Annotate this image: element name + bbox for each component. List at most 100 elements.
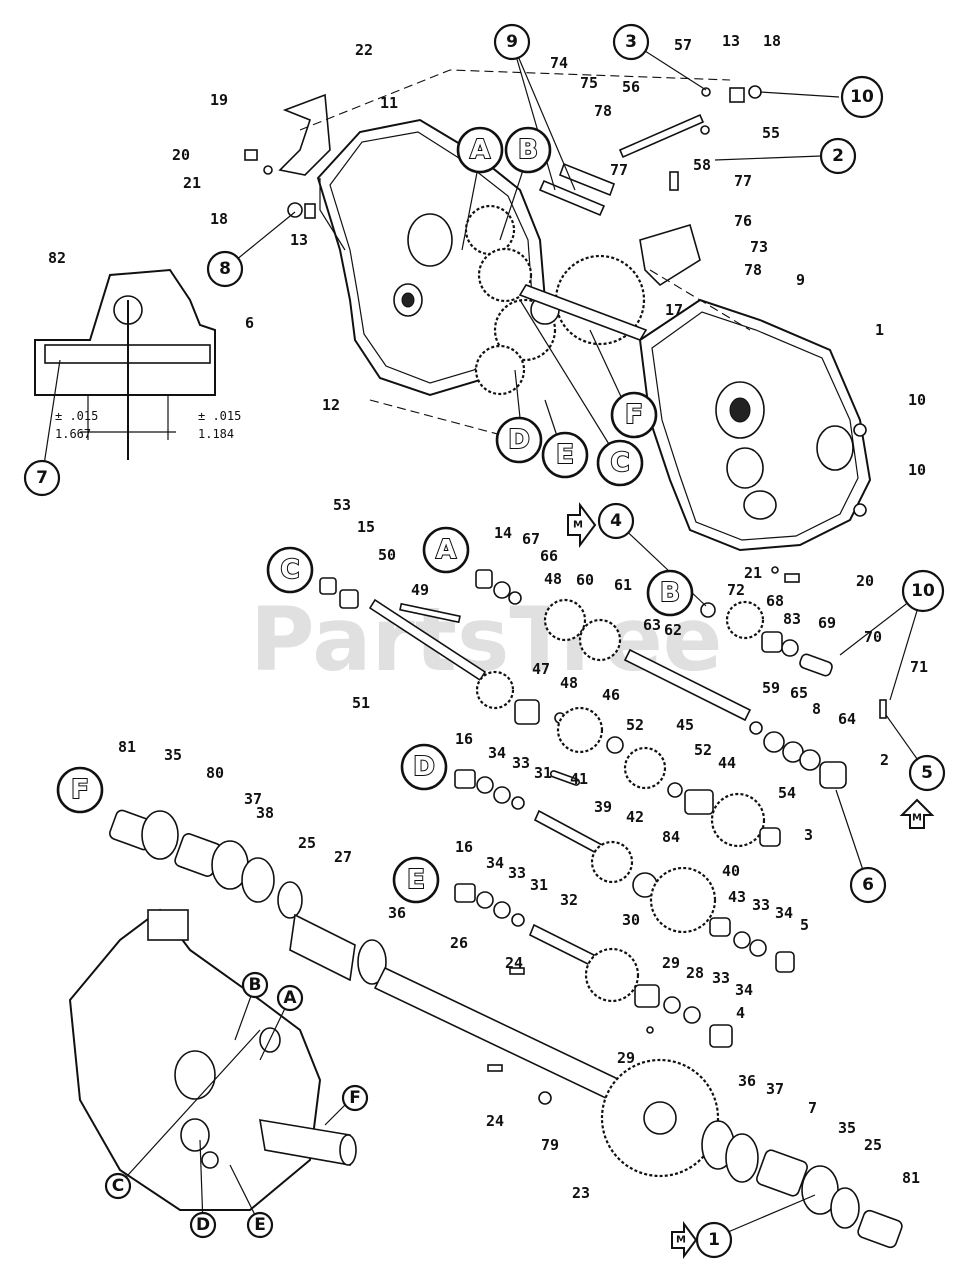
part-labels: 22 11 19 20 21 18 13 82 6 12 74 75 78 56…	[48, 32, 928, 1202]
svg-text:10: 10	[911, 581, 935, 601]
part-label-81b: 81	[902, 1169, 920, 1187]
part-label-42: 42	[626, 808, 644, 826]
part-label-46: 46	[602, 686, 620, 704]
letter-ref-D-mid: D	[400, 743, 448, 791]
part-label-35: 35	[164, 746, 182, 764]
part-label-6: 6	[245, 314, 254, 332]
part-label-20: 20	[172, 146, 190, 164]
letter-ref-E-top: E	[541, 431, 589, 479]
svg-text:M: M	[912, 813, 922, 824]
svg-text:5: 5	[921, 763, 933, 783]
callout-7: 7	[23, 459, 61, 497]
svg-text:A: A	[436, 535, 456, 565]
part-label-68: 68	[766, 592, 784, 610]
part-label-21: 21	[183, 174, 201, 192]
part-label-55: 55	[762, 124, 780, 142]
callout-5: 5	[908, 754, 946, 792]
part-label-34: 34	[488, 744, 506, 762]
part-label-40: 40	[722, 862, 740, 880]
shaft-row-2	[454, 769, 795, 973]
part-label-13: 13	[290, 231, 308, 249]
letter-ref-A-mid: A	[422, 526, 470, 574]
part-label-32: 32	[560, 891, 578, 909]
top-shafts	[518, 113, 705, 341]
part-label-25: 25	[298, 834, 316, 852]
svg-text:D: D	[196, 1215, 210, 1235]
svg-text:6: 6	[862, 875, 874, 895]
direction-marker-1: M	[567, 502, 597, 548]
part-label-10b: 10	[908, 461, 926, 479]
part-label-84: 84	[662, 828, 680, 846]
part-label-24b: 24	[486, 1112, 504, 1130]
part-label-33c: 33	[508, 864, 526, 882]
part-label-70: 70	[864, 628, 882, 646]
letter-ref-E-mid: E	[392, 856, 440, 904]
part-label-52b: 52	[694, 741, 712, 759]
part-label-45: 45	[676, 716, 694, 734]
part-label-57: 57	[674, 36, 692, 54]
part-label-36b: 36	[738, 1072, 756, 1090]
svg-text:A: A	[470, 135, 490, 165]
part-label-79: 79	[541, 1136, 559, 1154]
callout-3: 3	[612, 23, 650, 61]
part-label-81: 81	[118, 738, 136, 756]
part-label-52: 52	[626, 716, 644, 734]
part-label-12: 12	[322, 396, 340, 414]
part-label-76: 76	[734, 212, 752, 230]
svg-text:C: C	[610, 448, 629, 478]
part-label-33b: 33	[752, 896, 770, 914]
part-label-31: 31	[534, 764, 552, 782]
svg-text:2: 2	[832, 146, 844, 166]
svg-text:3: 3	[625, 32, 637, 52]
main-axle	[109, 809, 903, 1249]
shaft-row-3	[454, 883, 733, 1048]
svg-text:9: 9	[506, 32, 518, 52]
part-label-8: 8	[812, 700, 821, 718]
part-label-73: 73	[750, 238, 768, 256]
gear-cluster-top	[464, 204, 646, 396]
part-label-19: 19	[210, 91, 228, 109]
part-label-66: 66	[540, 547, 558, 565]
right-housing-half	[638, 298, 872, 552]
part-label-44: 44	[718, 754, 736, 772]
part-label-63: 63	[643, 616, 661, 634]
part-label-28: 28	[686, 964, 704, 982]
part-label-33: 33	[512, 754, 530, 772]
part-label-71: 71	[910, 658, 928, 676]
svg-text:B: B	[249, 975, 262, 995]
part-label-16b: 16	[455, 838, 473, 856]
measure-tol-1: ± .015	[55, 409, 98, 423]
part-label-38: 38	[256, 804, 274, 822]
svg-text:4: 4	[610, 511, 622, 531]
part-label-51: 51	[352, 694, 370, 712]
part-label-58: 58	[693, 156, 711, 174]
part-label-7: 7	[808, 1099, 817, 1117]
letter-ref-E-bottom: E	[246, 1211, 274, 1239]
svg-text:D: D	[508, 425, 530, 455]
svg-text:C: C	[280, 555, 299, 585]
part-label-48b: 48	[560, 674, 578, 692]
inset-section-detail	[34, 268, 216, 460]
part-label-2: 2	[880, 751, 889, 769]
callout-8: 8	[206, 250, 244, 288]
bracket-19	[278, 93, 331, 176]
part-label-21b: 21	[744, 564, 762, 582]
measure-val-2: 1.184	[198, 427, 234, 441]
part-label-77b: 77	[610, 161, 628, 179]
svg-text:M: M	[676, 1235, 686, 1246]
part-label-80: 80	[206, 764, 224, 782]
shaft-row-1b	[623, 600, 887, 789]
part-label-15: 15	[357, 518, 375, 536]
part-label-49: 49	[411, 581, 429, 599]
svg-text:F: F	[71, 775, 89, 805]
direction-marker-2: M	[899, 798, 935, 829]
assembled-housing-bottom	[68, 908, 357, 1211]
callout-1: 1	[695, 1221, 733, 1259]
part-label-67: 67	[522, 530, 540, 548]
part-label-31b: 31	[530, 876, 548, 894]
part-label-77: 77	[734, 172, 752, 190]
callout-6: 6	[849, 866, 887, 904]
part-label-43: 43	[728, 888, 746, 906]
letter-ref-D-top: D	[495, 416, 543, 464]
